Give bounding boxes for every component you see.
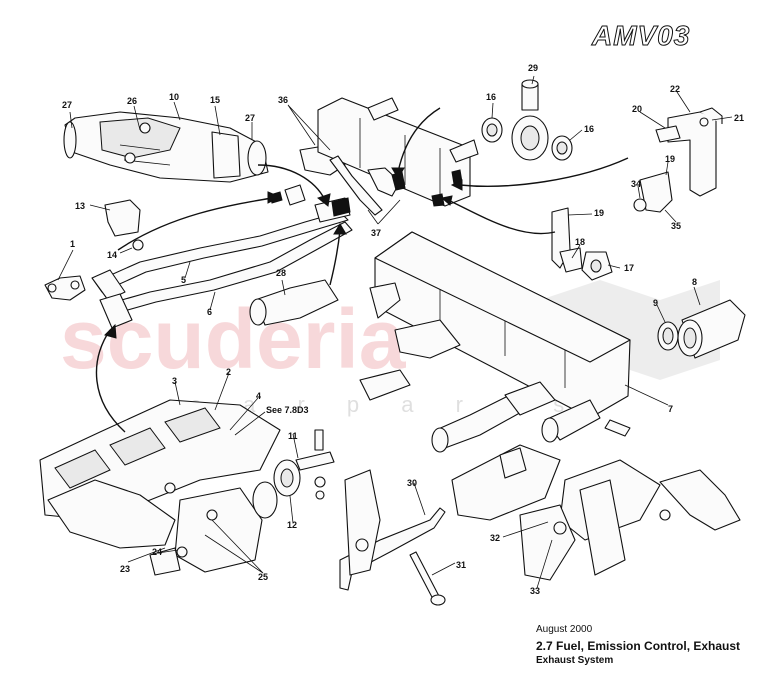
bracket-34-35 (633, 171, 673, 213)
bolt-31 (409, 551, 446, 606)
callout-13: 13 (75, 201, 85, 211)
callout-12: 12 (287, 520, 297, 530)
callout-3: 3 (172, 376, 177, 386)
bracket-30 (339, 507, 446, 591)
clamp-9 (657, 321, 679, 351)
callout-24: 24 (152, 547, 162, 557)
model-logo: AMV03 (591, 20, 691, 52)
callout-26: 26 (127, 96, 137, 106)
callout-37: 37 (371, 228, 381, 238)
callout-34: 34 (631, 179, 641, 189)
exhaust-manifold (39, 399, 281, 576)
callout-7: 7 (668, 404, 673, 414)
ring-29 (511, 79, 549, 161)
callout-17: 17 (624, 263, 634, 273)
callout-23: 23 (120, 564, 130, 574)
gearbox-area (451, 444, 741, 581)
callout-numbers: 1 2 3 4 5 6 7 8 9 10 11 12 13 14 15 16 1… (62, 63, 744, 596)
callout-8: 8 (692, 277, 697, 287)
callout-35: 35 (671, 221, 681, 231)
diagram-subtitle: Exhaust System (536, 655, 614, 666)
title-block: August 2000 2.7 Fuel, Emission Control, … (536, 624, 764, 666)
callout-5: 5 (181, 275, 186, 285)
rubber-mount-17 (581, 251, 613, 281)
stud-11 (295, 429, 335, 500)
callout-6: 6 (207, 307, 212, 317)
callout-31: 31 (456, 560, 466, 570)
callout-1: 1 (70, 239, 75, 249)
intermediate-pipes (91, 211, 353, 329)
callout-15: 15 (210, 95, 220, 105)
bracket-20-22 (655, 107, 723, 197)
callout-21: 21 (734, 113, 744, 123)
callout-32: 32 (490, 533, 500, 543)
callout-14: 14 (107, 250, 117, 260)
callout-9: 9 (653, 298, 658, 308)
callout-28: 28 (276, 268, 286, 278)
front-pipe-assembly (63, 111, 269, 183)
callout-27a: 27 (62, 100, 72, 110)
callout-10: 10 (169, 92, 179, 102)
callout-19b: 19 (594, 208, 604, 218)
callout-19a: 19 (665, 154, 675, 164)
callout-22: 22 (670, 84, 680, 94)
callout-16b: 16 (584, 124, 594, 134)
clamp-16a (481, 117, 503, 143)
callout-20: 20 (632, 104, 642, 114)
gasket-12 (273, 459, 301, 497)
hanger-1 (44, 275, 86, 301)
callout-30: 30 (407, 478, 417, 488)
diagram-title: 2.7 Fuel, Emission Control, Exhaust (536, 639, 741, 653)
callout-29: 29 (528, 63, 538, 73)
tailpipe-28 (249, 279, 339, 326)
clamp-16b (551, 135, 573, 161)
rear-silencer-upper (317, 97, 479, 216)
callout-11: 11 (288, 431, 298, 441)
bracket-18 (551, 207, 583, 273)
callout-25: 25 (258, 572, 268, 582)
engine-block-edge (344, 469, 381, 576)
callout-16a: 16 (486, 92, 496, 102)
issue-date: August 2000 (536, 624, 593, 635)
callout-36: 36 (278, 95, 288, 105)
reference-note: See 7.8D3 (266, 405, 309, 415)
assembly-arrows (95, 107, 629, 433)
callout-18: 18 (575, 237, 585, 247)
callout-27b: 27 (245, 113, 255, 123)
callout-4: 4 (256, 391, 261, 401)
bracket-13 (104, 199, 144, 251)
leader-lines (57, 75, 733, 589)
callout-33: 33 (530, 586, 540, 596)
rear-silencer-7 (359, 231, 631, 453)
callout-2: 2 (226, 367, 231, 377)
